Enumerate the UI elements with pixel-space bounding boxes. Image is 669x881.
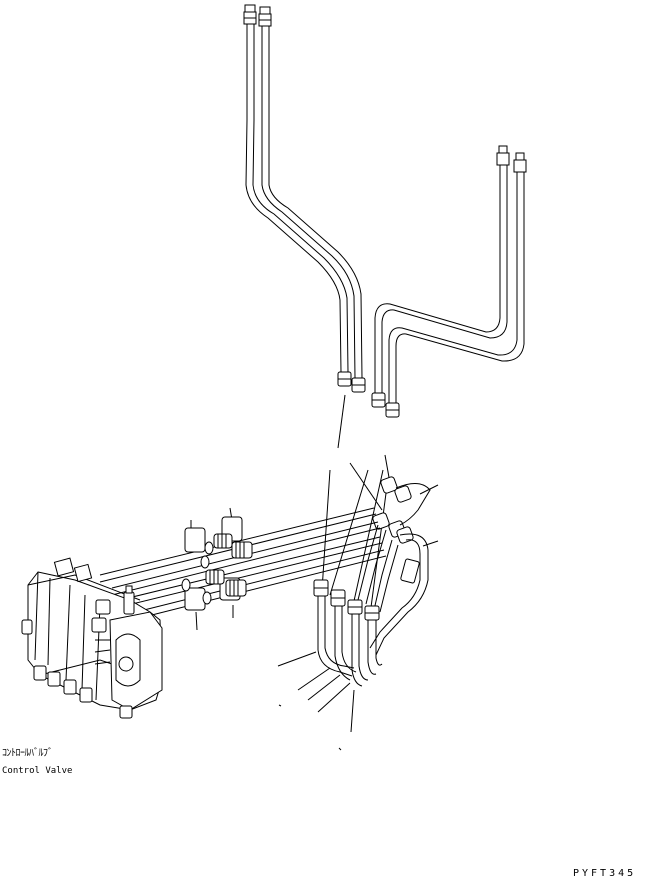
tube-end-fitting bbox=[243, 4, 257, 25]
upper-right-tube-pair bbox=[371, 145, 527, 418]
hose-end-fitting bbox=[330, 589, 346, 607]
threaded-fitting bbox=[225, 579, 247, 597]
elbow-fittings-upper bbox=[372, 476, 431, 544]
leader-lines bbox=[190, 394, 439, 751]
threaded-fitting bbox=[205, 569, 225, 585]
threaded-fitting bbox=[231, 541, 253, 559]
drawing-part-code: PYFT345 bbox=[573, 868, 637, 879]
tube-end-fitting bbox=[258, 6, 272, 27]
control-valve-label-english: Control Valve bbox=[2, 766, 73, 776]
middle-adapters bbox=[181, 516, 253, 611]
tube-end-fitting bbox=[496, 145, 510, 166]
hose-end-fitting bbox=[364, 605, 380, 621]
tube-nut-fitting bbox=[337, 371, 352, 387]
control-valve bbox=[21, 557, 163, 719]
hose-end-fitting bbox=[347, 599, 363, 615]
tube-nut-fitting bbox=[385, 402, 400, 418]
hose-bundle bbox=[313, 524, 429, 687]
hose-end-fitting bbox=[313, 579, 329, 597]
control-valve-label-japanese: ｺﾝﾄﾛｰﾙﾊﾞﾙﾌﾞ bbox=[2, 748, 53, 759]
tube-end-fitting bbox=[513, 152, 527, 173]
threaded-fitting bbox=[213, 533, 233, 549]
upper-left-tube-pair bbox=[243, 4, 366, 393]
tube-nut-fitting bbox=[371, 392, 386, 408]
tube-nut-fitting bbox=[351, 377, 366, 393]
